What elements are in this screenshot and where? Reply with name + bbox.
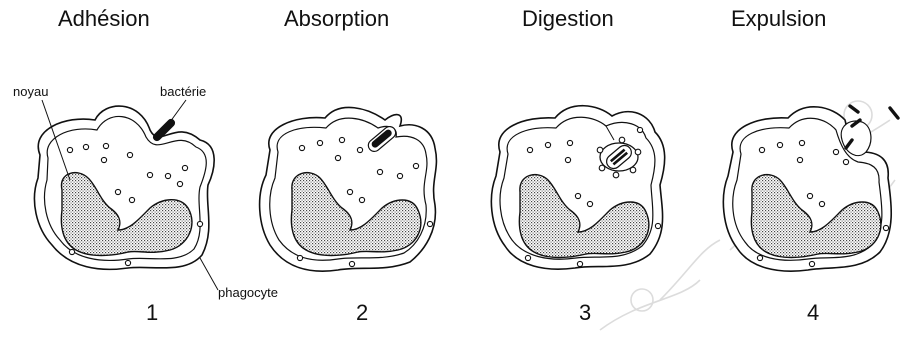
phagocyte-cell-3: [491, 106, 664, 269]
pointer-phagocyte: [200, 258, 218, 290]
pointer-bacterie: [170, 100, 186, 122]
phagocyte-cell-2: [260, 107, 437, 271]
phagocyte-cell-1: [34, 100, 218, 290]
